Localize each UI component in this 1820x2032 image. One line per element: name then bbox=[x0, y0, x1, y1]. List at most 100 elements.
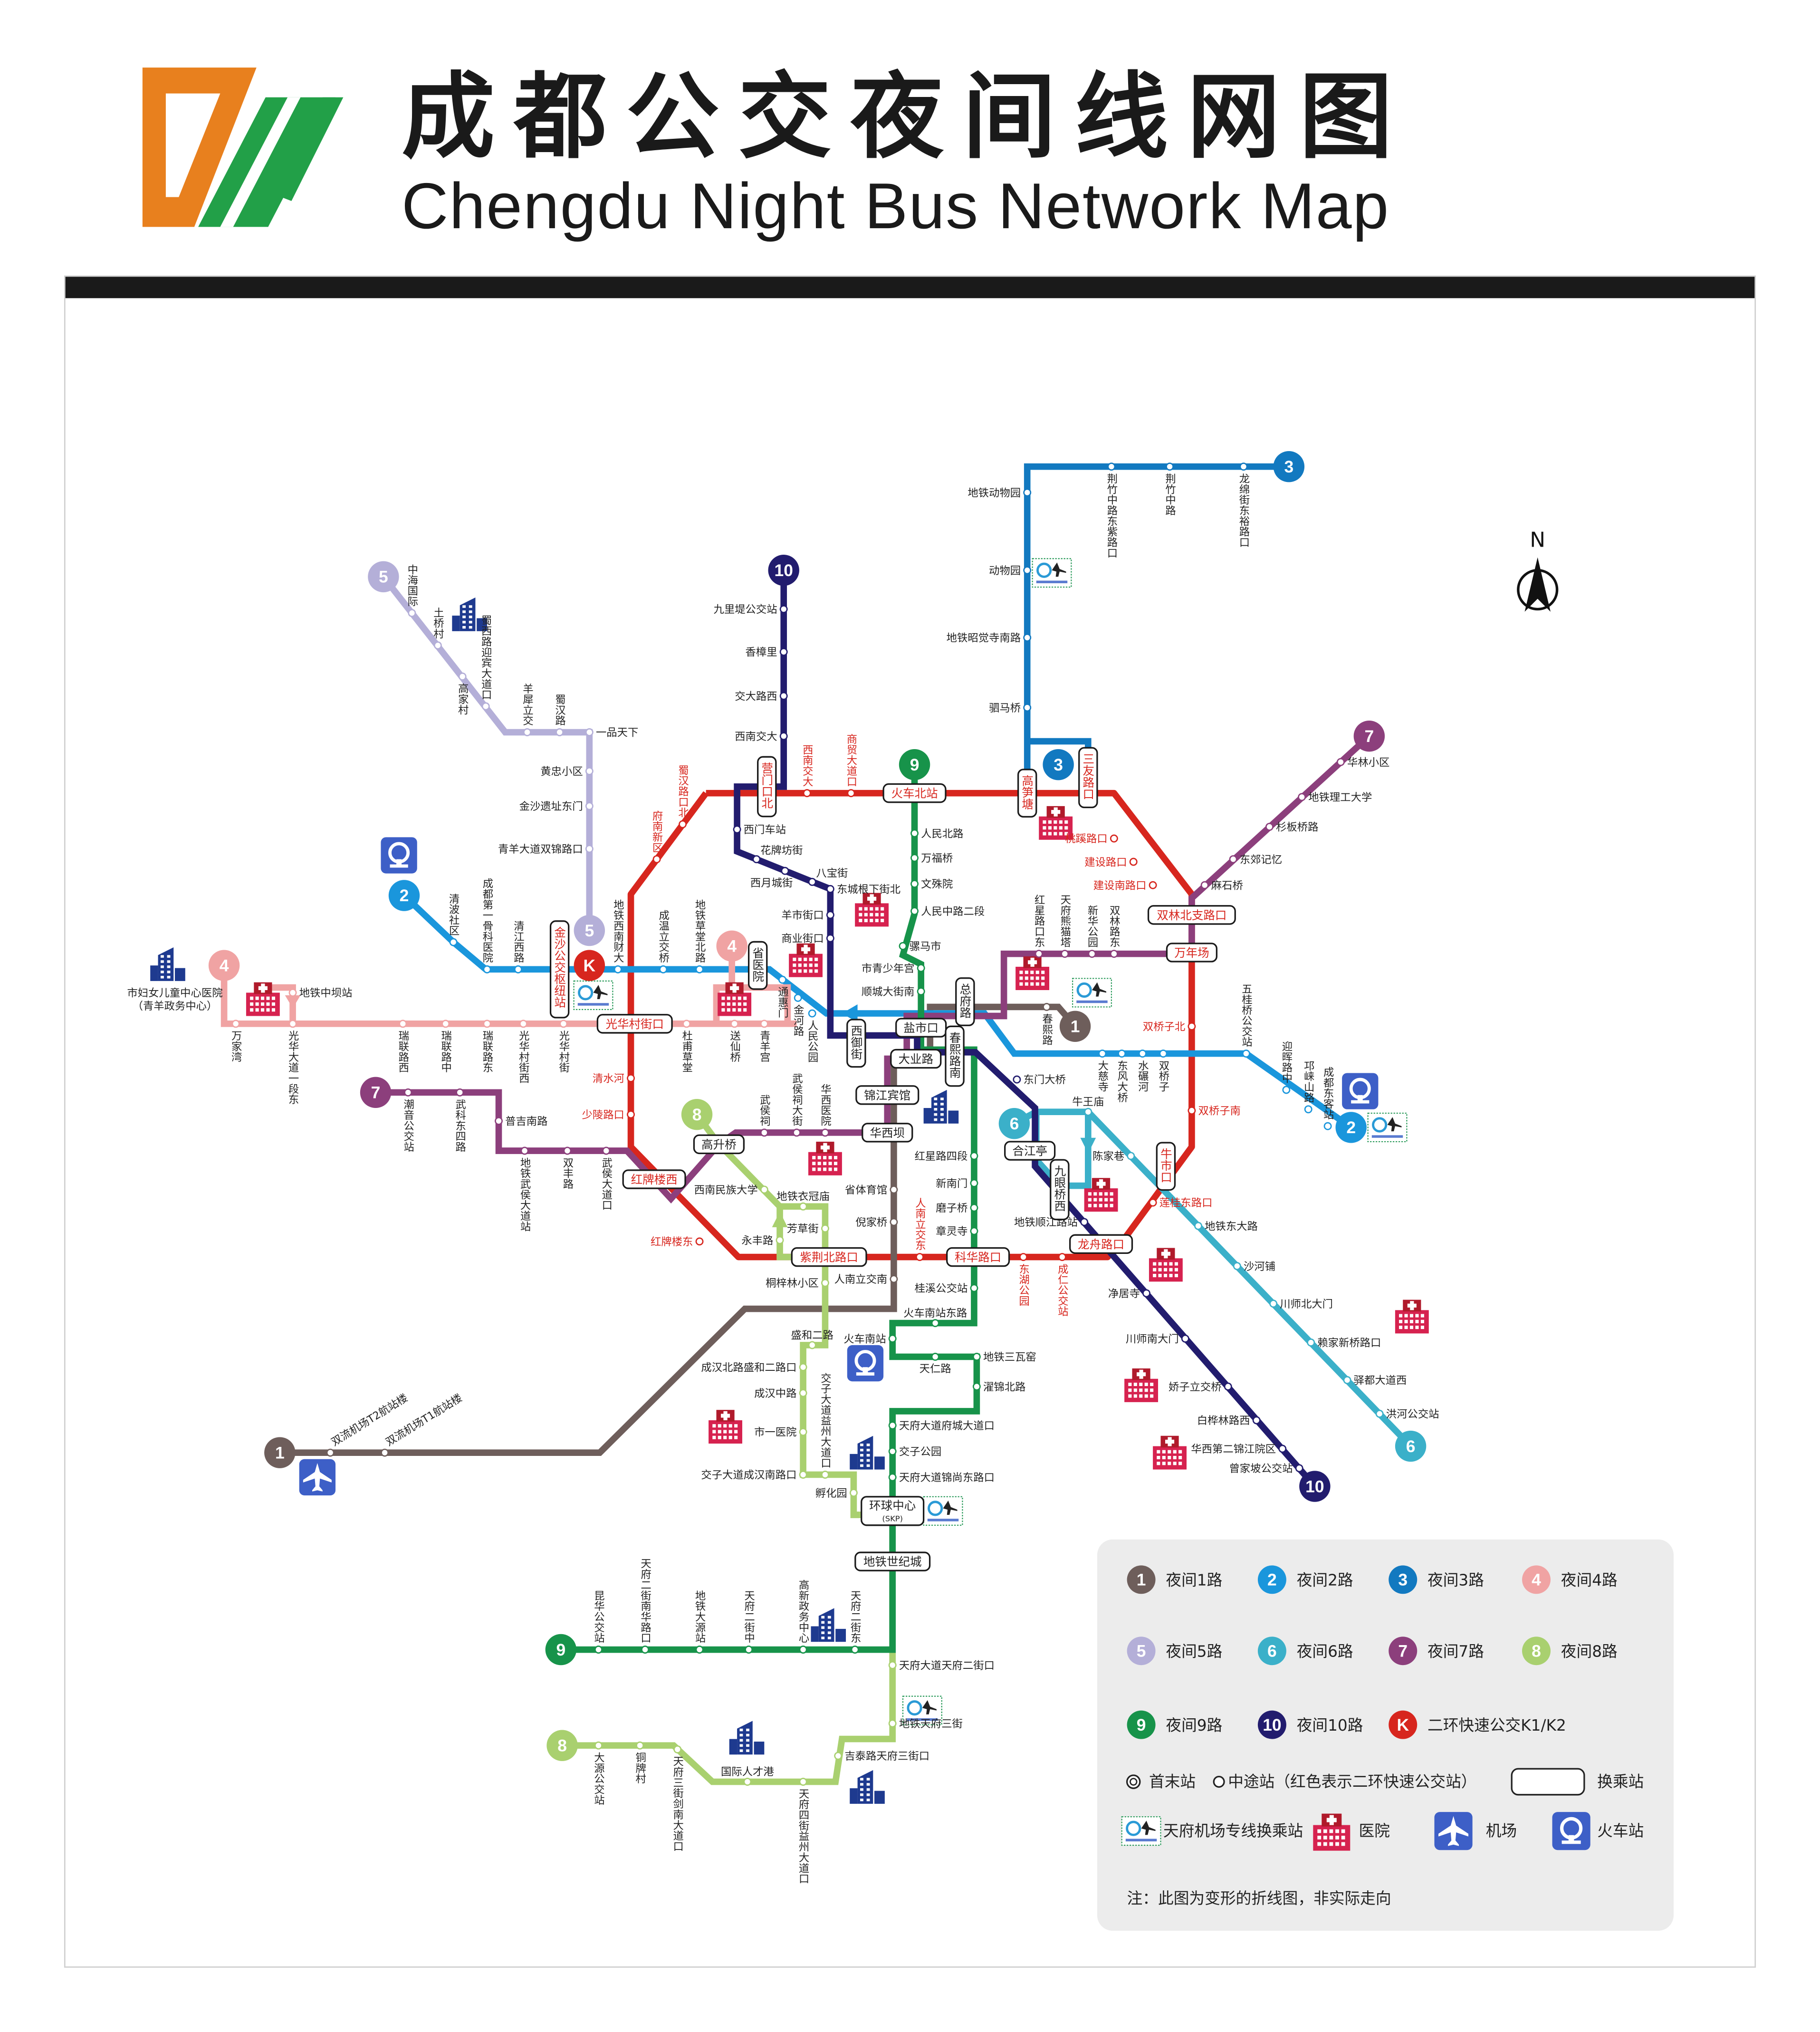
route-badge[interactable]: 5 bbox=[574, 915, 605, 946]
station-dot[interactable] bbox=[1307, 1338, 1315, 1347]
station-dot[interactable] bbox=[793, 1128, 801, 1137]
station-dot[interactable] bbox=[776, 1236, 784, 1244]
station-dot[interactable] bbox=[778, 975, 786, 984]
station-dot[interactable] bbox=[808, 1009, 816, 1018]
station-dot[interactable] bbox=[1118, 1050, 1126, 1058]
station-dot[interactable] bbox=[520, 1146, 529, 1155]
station-dot[interactable] bbox=[613, 965, 622, 973]
station-dot[interactable] bbox=[779, 692, 788, 700]
station-dot[interactable] bbox=[779, 605, 788, 613]
station-dot[interactable] bbox=[1336, 758, 1345, 766]
station-dot[interactable] bbox=[730, 1020, 739, 1028]
station-dot[interactable] bbox=[847, 789, 855, 798]
interchange-box[interactable]: 锦江宾馆 bbox=[855, 1085, 920, 1105]
station-dot[interactable] bbox=[682, 1020, 691, 1028]
station-dot[interactable] bbox=[641, 1646, 649, 1654]
station-dot[interactable] bbox=[594, 1646, 603, 1654]
station-dot[interactable] bbox=[808, 877, 816, 886]
station-dot[interactable] bbox=[1149, 881, 1157, 889]
route-badge[interactable]: K bbox=[574, 950, 605, 981]
station-dot[interactable] bbox=[1269, 1300, 1278, 1308]
station-dot[interactable] bbox=[679, 820, 687, 828]
interchange-box[interactable]: 九眼桥西 bbox=[1050, 1159, 1070, 1221]
station-dot[interactable] bbox=[760, 1185, 768, 1194]
station-dot[interactable] bbox=[1181, 1334, 1189, 1343]
station-dot[interactable] bbox=[1149, 1198, 1157, 1207]
station-dot[interactable] bbox=[899, 942, 907, 950]
route-badge[interactable]: 7 bbox=[360, 1077, 392, 1108]
station-dot[interactable] bbox=[1084, 1107, 1092, 1116]
station-dot[interactable] bbox=[523, 728, 531, 736]
interchange-box[interactable]: 科华路口 bbox=[946, 1247, 1010, 1267]
interchange-box[interactable]: 红牌楼西 bbox=[622, 1169, 686, 1189]
station-dot[interactable] bbox=[1058, 1253, 1066, 1261]
station-dot[interactable] bbox=[826, 934, 834, 943]
station-dot[interactable] bbox=[449, 938, 458, 946]
route-badge[interactable]: 3 bbox=[1273, 451, 1305, 482]
station-dot[interactable] bbox=[381, 1448, 389, 1457]
interchange-box[interactable]: 盐市口 bbox=[895, 1018, 947, 1038]
route-badge[interactable]: 10 bbox=[1299, 1471, 1331, 1502]
station-dot[interactable] bbox=[1142, 1289, 1150, 1298]
station-dot[interactable] bbox=[849, 1489, 858, 1497]
station-dot[interactable] bbox=[808, 1341, 816, 1349]
route-badge[interactable]: 5 bbox=[1127, 1637, 1156, 1666]
station-dot[interactable] bbox=[890, 1218, 898, 1226]
station-dot[interactable] bbox=[915, 1253, 924, 1261]
station-dot[interactable] bbox=[1200, 881, 1209, 889]
station-dot[interactable] bbox=[399, 1020, 407, 1028]
route-badge[interactable]: 2 bbox=[388, 880, 420, 911]
station-dot[interactable] bbox=[972, 1352, 981, 1361]
route-badge[interactable]: 9 bbox=[899, 749, 930, 780]
station-dot[interactable] bbox=[1166, 462, 1174, 471]
station-dot[interactable] bbox=[733, 825, 741, 834]
route-badge[interactable]: 2 bbox=[1257, 1565, 1286, 1594]
station-dot[interactable] bbox=[627, 1110, 635, 1119]
route-badge[interactable]: 10 bbox=[768, 555, 799, 586]
station-dot[interactable] bbox=[636, 1741, 644, 1750]
station-dot[interactable] bbox=[556, 728, 564, 736]
station-dot[interactable] bbox=[970, 1179, 978, 1187]
station-dot[interactable] bbox=[972, 1382, 981, 1391]
route-badge[interactable]: 4 bbox=[208, 950, 240, 981]
station-dot[interactable] bbox=[288, 1020, 297, 1028]
interchange-box[interactable]: 光华村街口 bbox=[596, 1014, 673, 1034]
station-dot[interactable] bbox=[888, 1334, 897, 1343]
station-dot[interactable] bbox=[1323, 1122, 1332, 1130]
station-dot[interactable] bbox=[627, 1074, 635, 1082]
station-dot[interactable] bbox=[1043, 1002, 1051, 1011]
station-dot[interactable] bbox=[821, 1128, 829, 1137]
interchange-box[interactable]: 双林北支路口 bbox=[1147, 905, 1236, 925]
station-dot[interactable] bbox=[483, 1020, 491, 1028]
station-dot[interactable] bbox=[481, 702, 490, 711]
station-dot[interactable] bbox=[1375, 1409, 1384, 1418]
station-dot[interactable] bbox=[594, 1741, 603, 1750]
interchange-box[interactable]: 营门口北 bbox=[757, 756, 777, 818]
interchange-box[interactable]: 西御街 bbox=[846, 1019, 866, 1068]
station-dot[interactable] bbox=[1252, 1416, 1261, 1425]
station-dot[interactable] bbox=[826, 885, 834, 893]
station-dot[interactable] bbox=[931, 1319, 939, 1328]
station-dot[interactable] bbox=[799, 1363, 807, 1371]
station-dot[interactable] bbox=[559, 1020, 568, 1028]
interchange-box[interactable]: 高升桥 bbox=[693, 1134, 745, 1155]
station-dot[interactable] bbox=[931, 1352, 939, 1361]
station-dot[interactable] bbox=[910, 879, 919, 888]
route-badge[interactable]: 5 bbox=[368, 561, 399, 593]
station-dot[interactable] bbox=[1188, 1022, 1196, 1030]
station-dot[interactable] bbox=[888, 1421, 897, 1430]
station-dot[interactable] bbox=[231, 1020, 240, 1028]
interchange-box[interactable]: 金沙公交枢纽站 bbox=[549, 920, 570, 1019]
route-badge[interactable]: 2 bbox=[1335, 1112, 1367, 1143]
station-dot[interactable] bbox=[659, 965, 668, 973]
station-dot[interactable] bbox=[910, 829, 919, 838]
station-dot[interactable] bbox=[743, 1778, 752, 1786]
interchange-box[interactable]: 火车北站 bbox=[882, 783, 947, 803]
station-dot[interactable] bbox=[1229, 855, 1237, 864]
station-dot[interactable] bbox=[826, 911, 834, 919]
station-dot[interactable] bbox=[799, 1646, 807, 1654]
station-dot[interactable] bbox=[514, 965, 522, 973]
station-dot[interactable] bbox=[1013, 1075, 1021, 1084]
station-dot[interactable] bbox=[803, 789, 811, 798]
interchange-box[interactable]: 紫荆北路口 bbox=[791, 1247, 867, 1267]
